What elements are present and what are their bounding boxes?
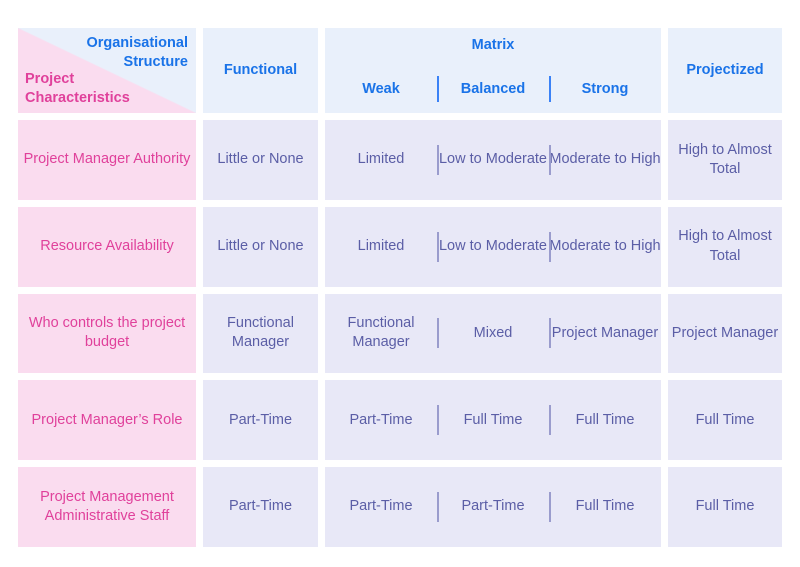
table-row: Project Management Administrative Staff … <box>18 467 782 547</box>
cell-matrix-balanced: Part-Time <box>437 467 549 547</box>
comparison-table: Organisational Structure Project Charact… <box>18 28 782 547</box>
cell-matrix-strong: Full Time <box>549 467 661 547</box>
row-characteristic: Resource Availability <box>18 206 196 287</box>
cell-matrix-weak: Limited <box>357 238 405 255</box>
header-matrix-weak: Weak <box>362 80 400 97</box>
cell-matrix-strong: Moderate to High <box>549 207 661 287</box>
table-row: Resource Availability Little or None Lim… <box>18 206 782 287</box>
row-characteristic: Project Management Administrative Staff <box>18 467 196 547</box>
cell-projectized: Project Manager <box>668 293 782 374</box>
cell-projectized: Full Time <box>668 467 782 547</box>
diagonal-split-decoration <box>18 28 196 113</box>
table-row: Project Manager Authority Little or None… <box>18 120 782 200</box>
cell-matrix-group: Part-Time Full Time Full Time <box>325 380 661 461</box>
cell-matrix-weak: Functional Manager <box>347 315 415 351</box>
header-matrix-group: Matrix Weak Balanced Strong <box>325 28 661 113</box>
cell-functional: Part-Time <box>203 467 318 547</box>
cell-functional: Part-Time <box>203 380 318 461</box>
header-matrix-title: Matrix <box>471 37 515 53</box>
cell-matrix-group: Part-Time Part-Time Full Time <box>325 467 661 547</box>
cell-matrix-strong: Project Manager <box>549 294 661 374</box>
cell-matrix-balanced: Full Time <box>437 380 549 460</box>
header-corner-cell: Organisational Structure Project Charact… <box>18 28 196 113</box>
header-matrix-balanced: Balanced <box>437 64 549 113</box>
table-body: Organisational Structure Project Charact… <box>18 28 782 547</box>
header-matrix-strong: Strong <box>549 64 661 113</box>
cell-functional: Little or None <box>203 120 318 200</box>
cell-matrix-weak: Limited <box>357 151 405 168</box>
cell-matrix-group: Limited Low to Moderate Moderate to High <box>325 206 661 287</box>
cell-matrix-group: Functional Manager Mixed Project Manager <box>325 293 661 374</box>
cell-matrix-weak: Part-Time <box>349 498 413 515</box>
cell-matrix-balanced: Mixed <box>437 294 549 374</box>
cell-projectized: Full Time <box>668 380 782 461</box>
cell-matrix-weak: Part-Time <box>349 411 413 428</box>
cell-matrix-balanced: Low to Moderate <box>437 207 549 287</box>
header-functional: Functional <box>203 28 318 113</box>
cell-functional: Functional Manager <box>203 293 318 374</box>
header-projectized: Projectized <box>668 28 782 113</box>
organisational-structure-label: Organisational Structure <box>86 35 188 71</box>
cell-matrix-balanced: Low to Moderate <box>437 120 549 200</box>
cell-projectized: High to Almost Total <box>668 120 782 200</box>
project-characteristics-label: Project Characteristics <box>25 70 130 106</box>
table-header-row: Organisational Structure Project Charact… <box>18 28 782 113</box>
row-characteristic: Project Manager Authority <box>18 120 196 200</box>
cell-matrix-group: Limited Low to Moderate Moderate to High <box>325 120 661 200</box>
cell-functional: Little or None <box>203 206 318 287</box>
cell-matrix-strong: Moderate to High <box>549 120 661 200</box>
row-characteristic: Who controls the project budget <box>18 293 196 374</box>
header-matrix-subcolumns: Weak Balanced Strong <box>325 64 661 113</box>
row-characteristic: Project Manager’s Role <box>18 380 196 461</box>
table-row: Who controls the project budget Function… <box>18 293 782 374</box>
table-row: Project Manager’s Role Part-Time Part-Ti… <box>18 380 782 461</box>
cell-matrix-strong: Full Time <box>549 380 661 460</box>
cell-projectized: High to Almost Total <box>668 206 782 287</box>
